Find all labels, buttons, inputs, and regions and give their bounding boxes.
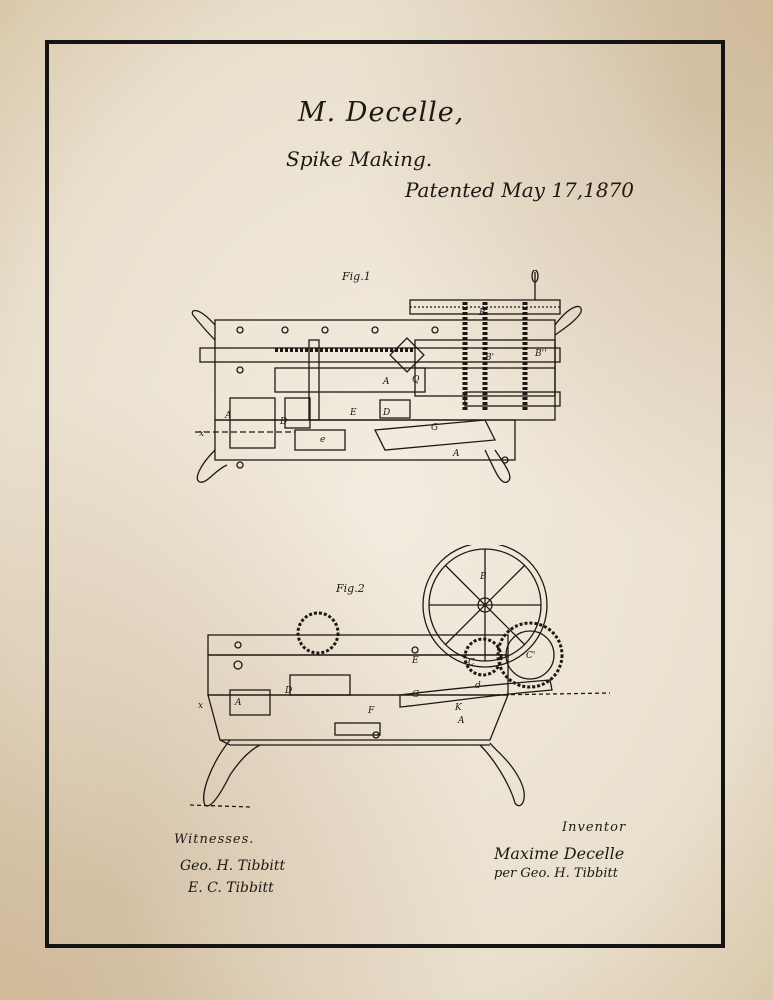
svg-text:A: A	[234, 698, 242, 708]
svg-text:d: d	[475, 681, 481, 691]
svg-text:A: A	[452, 449, 460, 459]
svg-text:E: E	[411, 656, 419, 666]
poster-frame	[45, 40, 725, 948]
svg-text:C: C	[468, 658, 475, 668]
svg-text:E: E	[349, 408, 357, 418]
svg-text:A: A	[382, 377, 390, 387]
fig2-label: Fig.2	[336, 582, 365, 595]
svg-text:B'': B''	[534, 349, 547, 359]
fig2-drawing: B C C' E D A F G K A d x	[190, 545, 611, 808]
inventor-signature: Maxime Decelle	[494, 844, 625, 863]
svg-text:e: e	[320, 435, 325, 445]
svg-text:B: B	[478, 308, 486, 318]
svg-text:C': C'	[526, 651, 535, 661]
fig1-label: Fig.1	[342, 270, 371, 283]
witness-2-signature: E. C. Tibbitt	[188, 880, 274, 896]
witness-1-signature: Geo. H. Tibbitt	[180, 858, 286, 874]
svg-text:x: x	[199, 429, 204, 439]
svg-text:x: x	[198, 701, 203, 711]
svg-text:B: B	[479, 572, 487, 582]
svg-text:D: D	[382, 408, 390, 418]
svg-text:B': B'	[484, 353, 494, 363]
fig1-drawing: B B' B'' A Q A D E D G A e x	[191, 270, 582, 483]
svg-text:F: F	[367, 706, 375, 716]
svg-text:K: K	[454, 703, 463, 713]
patent-date: Patented May 17,1870	[405, 178, 635, 202]
inventor-heading: Inventor	[562, 820, 627, 835]
witnesses-heading: Witnesses.	[174, 832, 255, 847]
patent-subject: Spike Making.	[286, 147, 433, 171]
svg-text:A: A	[457, 716, 465, 726]
svg-text:A: A	[224, 411, 232, 421]
svg-text:Q: Q	[412, 375, 420, 385]
svg-text:D: D	[279, 417, 287, 427]
svg-text:G: G	[431, 423, 438, 433]
svg-text:G: G	[412, 690, 419, 700]
svg-text:D: D	[284, 686, 292, 696]
inventor-agent-signature: per Geo. H. Tibbitt	[494, 866, 618, 881]
inventor-name-title: M. Decelle,	[298, 97, 465, 128]
